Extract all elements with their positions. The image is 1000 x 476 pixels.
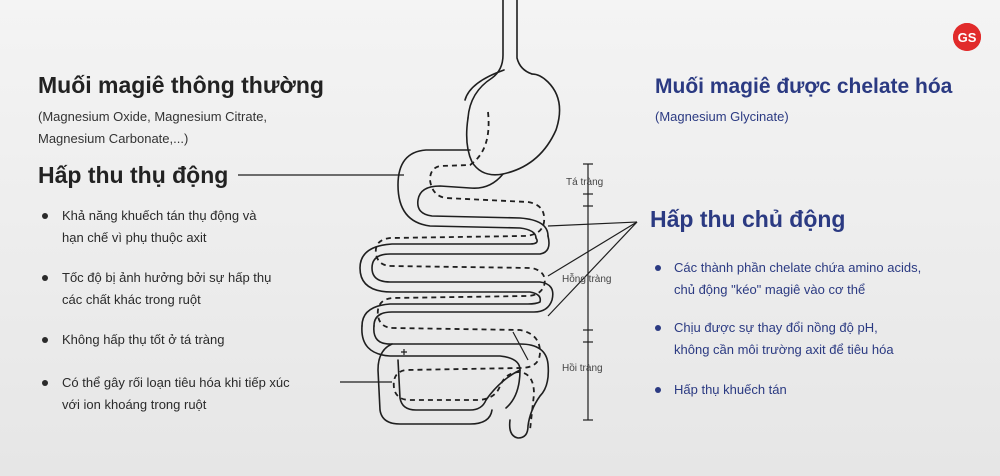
stomach-outline (465, 70, 504, 100)
duodenum-outline (398, 150, 536, 238)
segment-scale (583, 164, 593, 420)
colon-outline (398, 360, 486, 410)
ileum-outline (362, 326, 520, 408)
esophagus (517, 0, 532, 74)
ileum-outline (374, 326, 549, 438)
esophagus (468, 0, 503, 118)
stomach-outline (467, 74, 560, 175)
ileum-label: Hồi tràng (562, 363, 603, 374)
jejunum-label: Hỗng tràng (562, 274, 611, 285)
marker-plus-icon (401, 349, 407, 355)
duodenum-label: Tá tràng (566, 177, 603, 188)
jejunum-outline (372, 236, 553, 326)
